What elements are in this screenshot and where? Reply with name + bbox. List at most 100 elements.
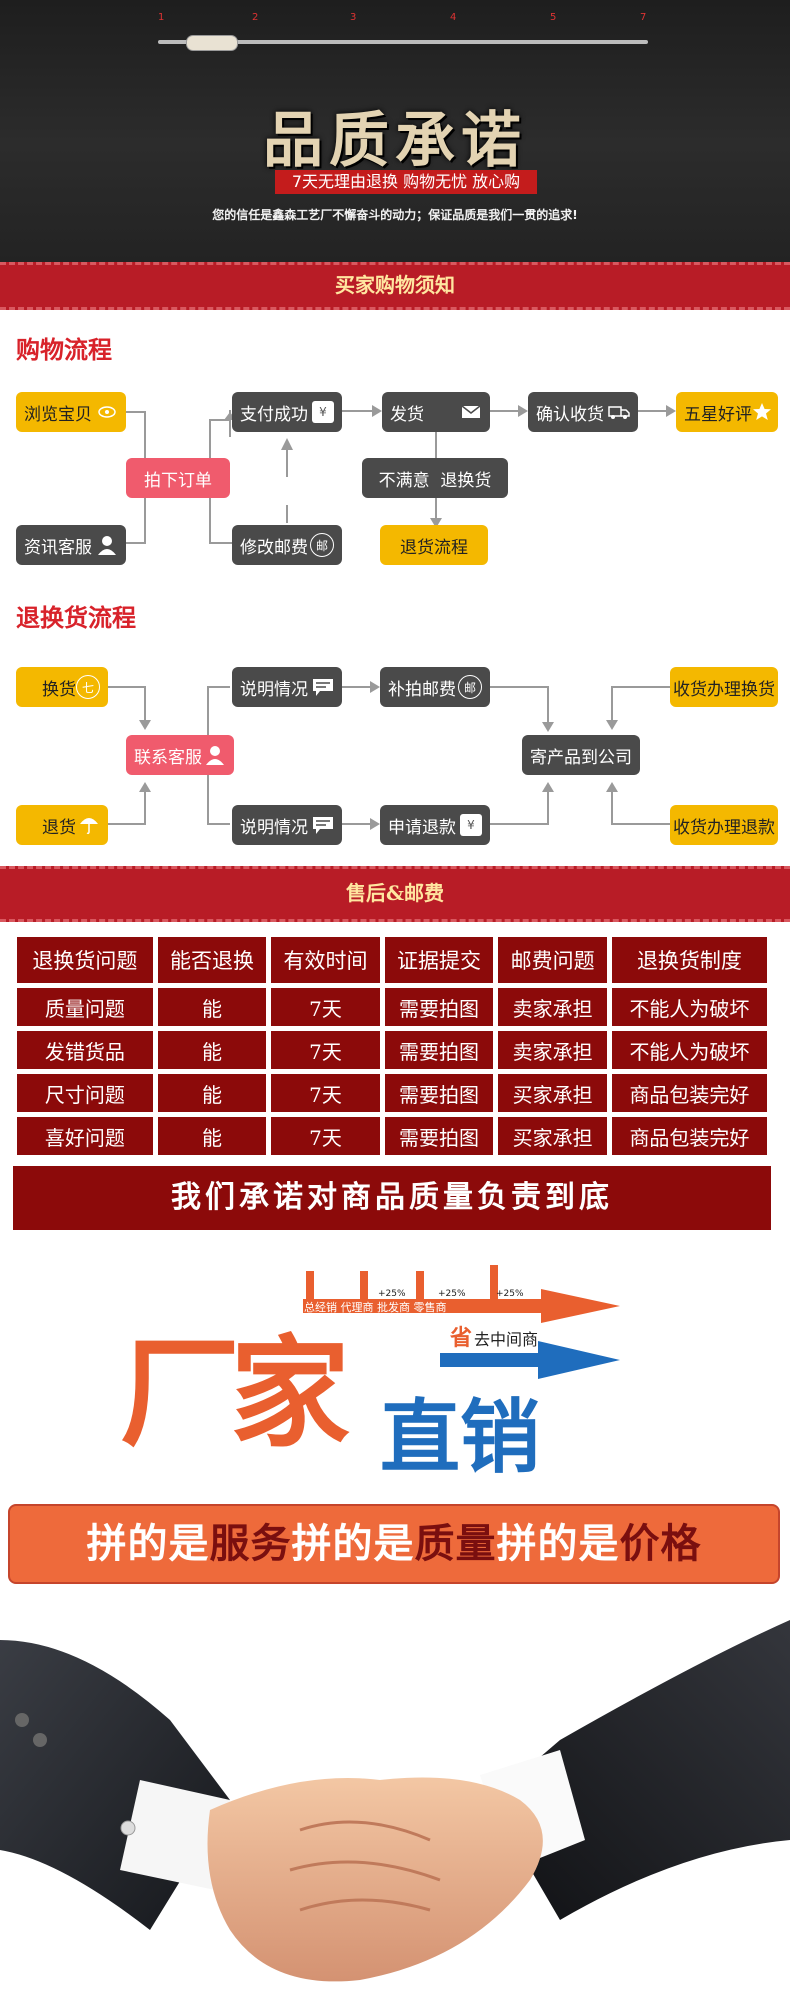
return-flow-title: 退换货流程 [16, 603, 136, 632]
step-label: 退货流程 [400, 537, 468, 558]
save-rest-label: 去中间商 [474, 1330, 538, 1349]
section-band-after-sales: 售后&邮费 [0, 866, 790, 922]
step-browse: 浏览宝贝 [16, 392, 126, 432]
step-label: 资讯客服 [24, 537, 92, 558]
user-icon [96, 534, 118, 556]
step-return-process: 退货流程 [380, 525, 488, 565]
table-header-row: 退换货问题 能否退换 有效时间 证据提交 邮费问题 退换货制度 [17, 937, 767, 983]
step-label: 五星好评 [684, 404, 752, 425]
slogan-part: 拼的是 [86, 1520, 210, 1567]
table-cell: 不能人为破坏 [611, 1031, 767, 1069]
step-label: 说明情况 [240, 817, 308, 838]
step-confirm-receipt: 确认收货 [528, 392, 638, 432]
table-cell: 能 [157, 1074, 267, 1112]
slogan-part: 拼的是 [291, 1520, 415, 1567]
table-cell: 发错货品 [17, 1031, 153, 1069]
envelope-icon [460, 401, 482, 423]
table-row: 尺寸问题 能 7天 需要拍图 买家承担 商品包装完好 [17, 1074, 767, 1112]
ruler-tick: 7 [640, 12, 647, 23]
table-header: 退换货问题 [17, 937, 153, 983]
table-cell: 能 [157, 1031, 267, 1069]
step-label: 联系客服 [134, 747, 202, 768]
table-cell: 7天 [271, 1031, 380, 1069]
step-unsatisfied-return: 不满意 退换货 [362, 458, 508, 498]
table-cell: 需要拍图 [384, 1031, 494, 1069]
handshake-image [0, 1620, 790, 1982]
hero-subtitle: 您的信任是鑫森工艺厂不懈奋斗的动力；保证品质是我们一贯的追求! [212, 208, 578, 222]
step-label: 不满意 退换货 [378, 470, 492, 491]
ruler-tick: 3 [350, 12, 357, 23]
table-cell: 能 [157, 988, 267, 1026]
section-band-buyer-notice: 买家购物须知 [0, 262, 790, 310]
markup-label: +25% [378, 1289, 406, 1299]
step-label: 退货 [42, 817, 76, 838]
hero-banner: 1 2 3 4 5 7 品质承诺 7天无理由退换 购物无忧 放心购 您的信任是鑫… [0, 0, 790, 262]
umbrella-icon [78, 814, 100, 836]
ruler-tick: 4 [450, 12, 457, 23]
step-label: 发货 [390, 404, 424, 425]
channel-chain: 总经销 代理商 批发商 零售商 [304, 1300, 447, 1314]
slogan-banner: 拼的是服务拼的是质量拼的是价格 [8, 1504, 780, 1584]
step-ship: 发货 [382, 392, 490, 432]
step-exchange: 换货 七 [16, 667, 108, 707]
table-row: 发错货品 能 7天 需要拍图 卖家承担 不能人为破坏 [17, 1031, 767, 1069]
chat-icon [312, 676, 334, 698]
table-header: 有效时间 [271, 937, 380, 983]
chat-icon [312, 814, 334, 836]
table-header: 证据提交 [384, 937, 494, 983]
ruler-tick: 5 [550, 12, 557, 23]
step-pay-postage: 补拍邮费 邮 [380, 667, 490, 707]
step-apply-refund: 申请退款 ¥ [380, 805, 490, 845]
step-handle-exchange: 收货办理换货 [670, 667, 778, 707]
factory-text: 厂家 [120, 1325, 350, 1464]
ruler-tick: 2 [252, 12, 259, 23]
step-label: 寄产品到公司 [530, 747, 632, 768]
table-cell: 质量问题 [17, 988, 153, 1026]
step-label: 支付成功 [240, 404, 308, 425]
table-cell: 7天 [271, 1117, 380, 1155]
wallet-icon: ¥ [460, 814, 482, 836]
slogan-highlight: 服务 [209, 1520, 292, 1567]
wallet-icon: ¥ [312, 401, 334, 423]
step-label: 确认收货 [536, 404, 604, 425]
table-cell: 不能人为破坏 [611, 988, 767, 1026]
step-explain-refund: 说明情况 [232, 805, 342, 845]
step-contact-service: 联系客服 [126, 735, 234, 775]
table-header: 邮费问题 [498, 937, 607, 983]
table-cell: 7天 [271, 988, 380, 1026]
ruler-tick: 1 [158, 12, 165, 23]
decorative-ruler [158, 40, 648, 44]
table-cell: 商品包装完好 [611, 1074, 767, 1112]
step-send-to-company: 寄产品到公司 [522, 735, 640, 775]
postage-icon: 邮 [458, 675, 482, 699]
direct-sale-text: 直销 [380, 1391, 540, 1475]
table-cell: 商品包装完好 [611, 1117, 767, 1155]
table-cell: 喜好问题 [17, 1117, 153, 1155]
markup-label: +25% [438, 1289, 466, 1299]
slogan-highlight: 价格 [619, 1520, 702, 1567]
promise-badge: 7天无理由退换 购物无忧 放心购 [275, 170, 537, 194]
step-label: 换货 [42, 679, 76, 700]
step-modify-postage: 修改邮费 邮 [232, 525, 342, 565]
table-cell: 7天 [271, 1074, 380, 1112]
step-label: 说明情况 [240, 679, 308, 700]
step-label: 修改邮费 [240, 537, 308, 558]
table-cell: 尺寸问题 [17, 1074, 153, 1112]
user-icon [204, 744, 226, 766]
table-cell: 买家承担 [498, 1074, 607, 1112]
slogan-highlight: 质量 [414, 1520, 497, 1567]
step-explain-exchange: 说明情况 [232, 667, 342, 707]
markup-label: +25% [496, 1289, 524, 1299]
step-label: 浏览宝贝 [24, 404, 92, 425]
quality-promise: 我们承诺对商品质量负责到底 [13, 1166, 771, 1230]
table-header: 能否退换 [157, 937, 267, 983]
table-cell: 需要拍图 [384, 988, 494, 1026]
step-five-star-review: 五星好评 [676, 392, 778, 432]
postage-icon: 邮 [310, 533, 334, 557]
exchange-icon: 七 [76, 675, 100, 699]
step-place-order: 拍下订单 [126, 458, 230, 498]
step-consult-service: 资讯客服 [16, 525, 126, 565]
truck-icon [608, 401, 630, 423]
table-cell: 能 [157, 1117, 267, 1155]
table-cell: 卖家承担 [498, 988, 607, 1026]
